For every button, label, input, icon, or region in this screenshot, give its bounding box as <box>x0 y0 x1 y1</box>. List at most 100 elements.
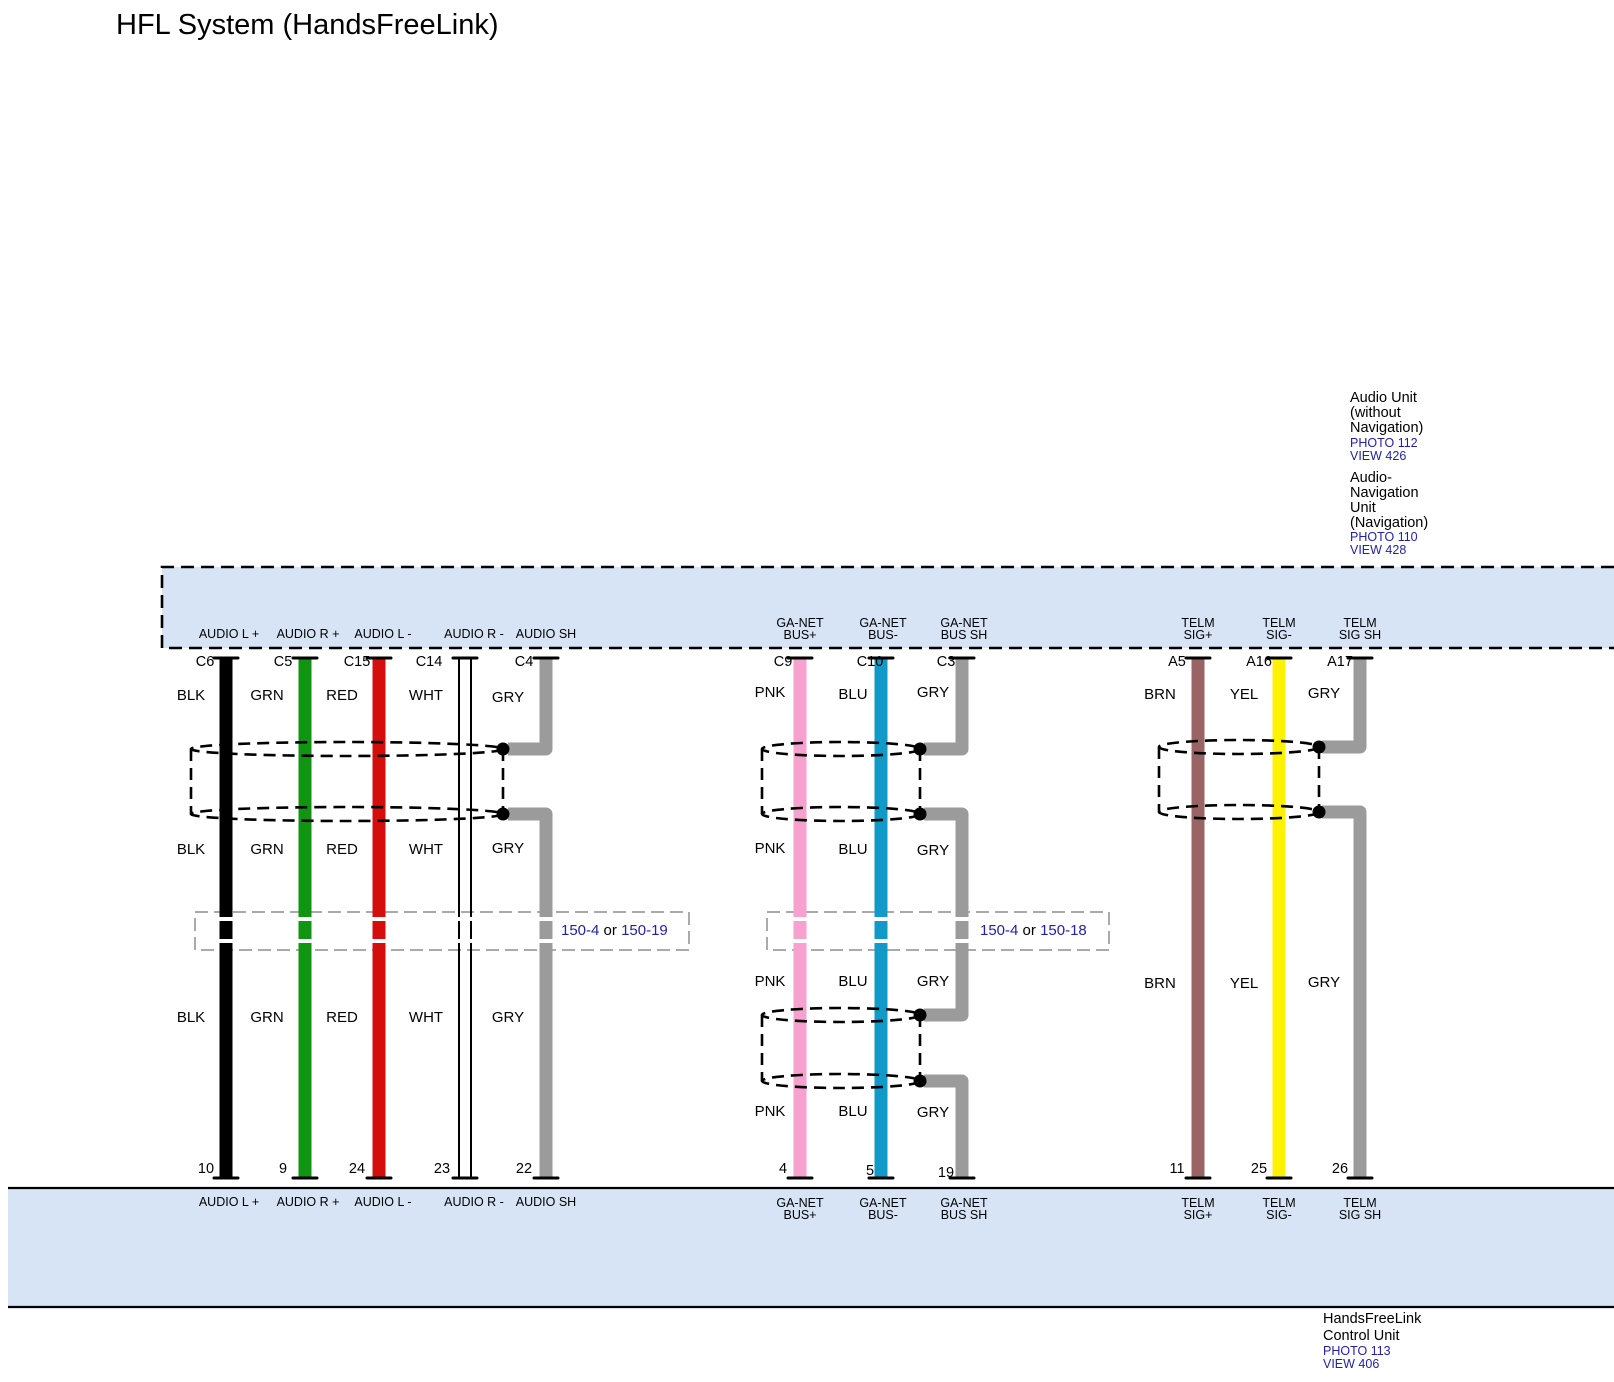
photo-link[interactable]: PHOTO 113 <box>1323 1344 1391 1358</box>
wire-color-label: GRY <box>917 684 949 701</box>
bottom-function-label: GA-NET <box>859 1196 907 1210</box>
top-function-label: BUS SH <box>941 628 988 642</box>
photo-link[interactable]: PHOTO 110 <box>1350 530 1418 544</box>
view-link[interactable]: VIEW 406 <box>1323 1357 1379 1371</box>
drain-wire-audio <box>508 658 553 756</box>
top-pin-label: C3 <box>937 654 956 670</box>
wire-color-label: GRY <box>1308 974 1340 991</box>
top-pin-label: C9 <box>774 654 793 670</box>
inline-connector-box-audio <box>194 911 690 951</box>
bottom-function-label: AUDIO L + <box>199 1195 259 1209</box>
wire-color-label: BLK <box>177 1009 205 1026</box>
shield-ganet-upper-bottom <box>760 805 922 823</box>
wire-color-label: RED <box>326 687 358 704</box>
bottom-pin-label: 9 <box>279 1161 287 1177</box>
shield-ganet-upper-top <box>760 740 922 758</box>
bottom-function-label: AUDIO L - <box>354 1195 411 1209</box>
connector-link[interactable]: 150-18 <box>1040 922 1087 939</box>
bottom-pin-label: 5 <box>866 1163 874 1179</box>
bottom-function-label: BUS+ <box>783 1208 816 1222</box>
bottom-function-label: BUS- <box>868 1208 898 1222</box>
wire-color-label: RED <box>326 841 358 858</box>
bottom-function-label: SIG+ <box>1184 1208 1213 1222</box>
top-function-label: TELM <box>1343 616 1376 630</box>
bottom-pin-label: 11 <box>1169 1161 1184 1177</box>
top-function-label: GA-NET <box>859 616 907 630</box>
bottom-function-label: GA-NET <box>940 1196 988 1210</box>
wire-color-label: YEL <box>1230 975 1258 992</box>
top-unit-name-line: Navigation) <box>1350 420 1423 436</box>
top-unit-name-line: Audio Unit <box>1350 390 1417 406</box>
wire-color-label: GRY <box>917 973 949 990</box>
drain-wire-ganet <box>924 807 969 1022</box>
bottom-function-label: AUDIO R - <box>444 1195 504 1209</box>
top-function-label: GA-NET <box>940 616 988 630</box>
wire-color-label: BLU <box>838 686 867 703</box>
wire-color-label: GRY <box>917 842 949 859</box>
wire-color-label: PNK <box>755 973 786 990</box>
drain-wire-ganet <box>924 1074 969 1178</box>
shield-audio-top <box>189 740 505 758</box>
bottom-function-label: TELM <box>1262 1196 1295 1210</box>
drain-wire-audio <box>508 807 553 1178</box>
shield-ganet-upper-drain-dot <box>913 742 927 756</box>
bottom-function-label: SIG SH <box>1339 1208 1381 1222</box>
top-unit-name-line: Navigation <box>1350 485 1419 501</box>
wire-color-label: BLU <box>838 1103 867 1120</box>
wire-color-label: GRY <box>492 1009 524 1026</box>
bottom-function-label: TELM <box>1181 1196 1214 1210</box>
wire-color-label: BLU <box>838 973 867 990</box>
top-unit-name-line: Audio- <box>1350 470 1392 486</box>
bottom-function-label: BUS SH <box>941 1208 988 1222</box>
wires <box>212 656 1374 1180</box>
shield-ganet-upper-drain-dot <box>913 807 927 821</box>
wire-color-label: PNK <box>755 1103 786 1120</box>
page-title: HFL System (HandsFreeLink) <box>116 9 498 41</box>
connector-link[interactable]: 150-4 <box>561 922 599 939</box>
shield-audio-bottom <box>189 805 505 823</box>
top-pin-label: C14 <box>416 654 443 670</box>
connector-ref-audio: 150-4 or 150-19 <box>561 922 668 939</box>
top-pin-label: C4 <box>515 654 534 670</box>
connector-link[interactable]: 150-19 <box>621 922 668 939</box>
shield-telm-bottom <box>1157 803 1321 821</box>
bottom-pin-label: 24 <box>349 1161 365 1177</box>
wire-color-label: BLU <box>838 841 867 858</box>
bottom-unit-name-line: HandsFreeLink <box>1323 1311 1422 1327</box>
view-link[interactable]: VIEW 428 <box>1350 543 1406 557</box>
top-function-label: AUDIO L + <box>199 627 259 641</box>
top-unit-box <box>162 567 1614 648</box>
view-link[interactable]: VIEW 426 <box>1350 449 1406 463</box>
top-function-label: TELM <box>1262 616 1295 630</box>
wire-color-label: GRN <box>250 841 283 858</box>
shield-audio-drain-dot <box>496 742 510 756</box>
bottom-pin-label: 4 <box>779 1161 787 1177</box>
top-unit-name-line: Unit <box>1350 500 1376 516</box>
wire-color-label: BRN <box>1144 975 1176 992</box>
wire-color-label: YEL <box>1230 686 1258 703</box>
photo-link[interactable]: PHOTO 112 <box>1350 436 1418 450</box>
shield-ganet-lower-drain-dot <box>913 1074 927 1088</box>
wire-color-label: BLK <box>177 841 205 858</box>
wire-color-label: GRY <box>492 689 524 706</box>
bottom-unit-box <box>8 1188 1614 1307</box>
inline-connector-box-ganet <box>766 911 1110 951</box>
top-pin-label: A5 <box>1168 654 1186 670</box>
top-unit-label: Audio Unit (without Navigation) PHOTO 11… <box>1350 390 1428 557</box>
shields <box>189 738 1326 1090</box>
drain-wire-telm <box>1322 658 1367 754</box>
bottom-function-label: SIG- <box>1266 1208 1292 1222</box>
wire-color-label: WHT <box>409 687 443 704</box>
top-function-label: GA-NET <box>776 616 824 630</box>
connector-ref-ganet: 150-4 or 150-18 <box>980 922 1087 939</box>
wire-color-label: GRY <box>917 1104 949 1121</box>
wire-color-label: RED <box>326 1009 358 1026</box>
top-pin-label: A17 <box>1327 654 1353 670</box>
top-function-label: BUS+ <box>783 628 816 642</box>
top-function-label: SIG SH <box>1339 628 1381 642</box>
shield-telm-drain-dot <box>1312 740 1326 754</box>
top-function-label: AUDIO R - <box>444 627 504 641</box>
connector-link[interactable]: 150-4 <box>980 922 1018 939</box>
top-function-label: TELM <box>1181 616 1214 630</box>
